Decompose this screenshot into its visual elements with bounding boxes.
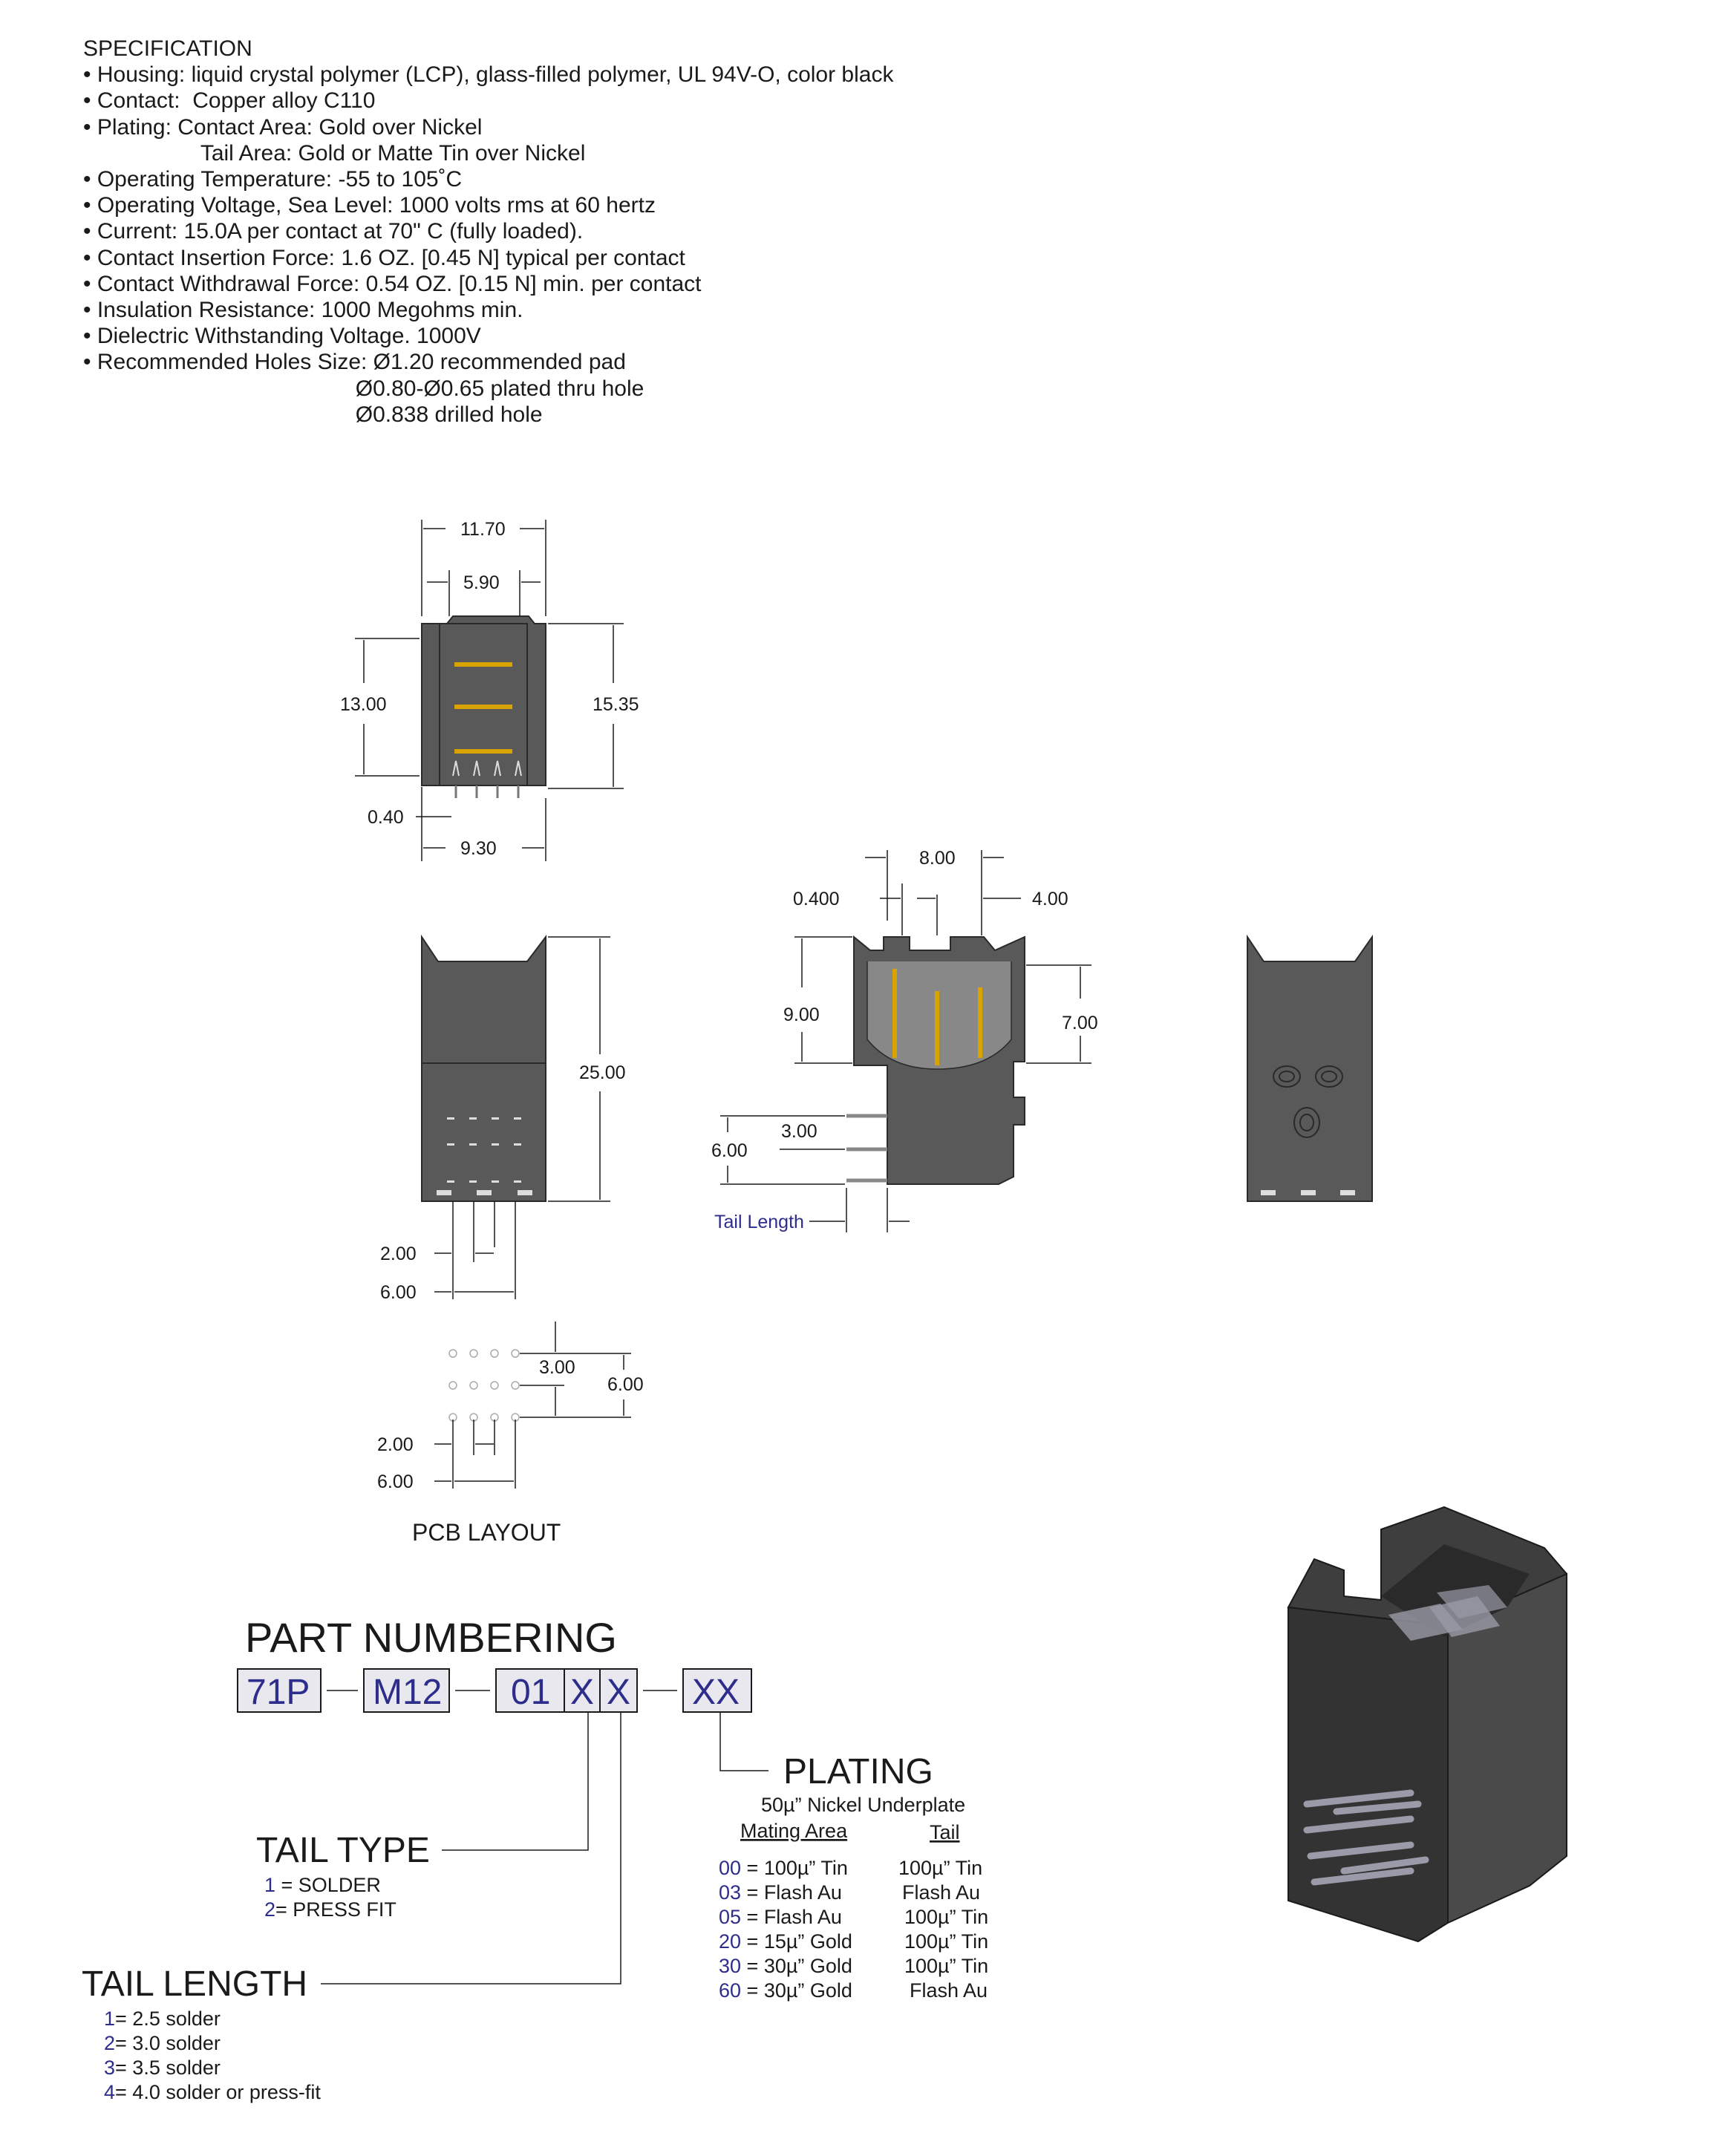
plating-row-tail: Flash Au (902, 1881, 980, 1904)
dim-inner-width: 5.90 (463, 572, 500, 593)
dim-overall-height: 25.00 (579, 1062, 626, 1083)
spec-line: Ø0.80-Ø0.65 plated thru hole (83, 376, 644, 401)
pcb-layout: 3.00 6.00 2.00 6.00 PCB LAYOUT (377, 1322, 644, 1546)
dim-upper-height: 9.00 (783, 1004, 820, 1025)
spec-line: • Contact: Copper alloy C110 (83, 88, 376, 114)
spec-line: • Insulation Resistance: 1000 Megohms mi… (83, 298, 523, 323)
tail-length-label: Tail Length (714, 1212, 804, 1232)
part-numbering: PART NUMBERING 71P M12 01 X X XX TAIL TY… (82, 1614, 988, 2103)
spec-title: SPECIFICATION (83, 36, 252, 61)
tail-length-option: 2= 3.0 solder (104, 2032, 221, 2054)
dim-overall-height: 15.35 (593, 694, 639, 715)
code-box-plating (682, 1668, 752, 1713)
plating-col-mating: Mating Area (740, 1820, 848, 1842)
plating-row: 60 = 30µ” Gold (719, 1979, 852, 2002)
tail-length-title: TAIL LENGTH (82, 1964, 307, 2004)
dim-pin-span: 6.00 (380, 1282, 417, 1303)
spec-line: Ø0.838 drilled hole (83, 402, 543, 427)
dim-pin-thickness: 0.400 (793, 889, 840, 909)
spec-line: • Operating Temperature: -55 to 105˚C (83, 167, 463, 192)
tail-type-option: 2= PRESS FIT (264, 1898, 396, 1921)
dim-pin-width: 0.40 (368, 807, 404, 828)
dim-body-width: 8.00 (919, 848, 956, 869)
code-plating: XX (692, 1673, 740, 1712)
plating-row: 20 = 15µ” Gold (719, 1930, 852, 1953)
plating-row-tail: Flash Au (910, 1979, 988, 2002)
tail-length-option: 4= 4.0 solder or press-fit (104, 2081, 321, 2103)
code-series: 71P (247, 1673, 310, 1712)
dim-row-span: 6.00 (607, 1374, 644, 1395)
plating-row-tail: 100µ” Tin (904, 1955, 988, 1977)
code-box-tail-length (599, 1668, 638, 1713)
front-view: 25.00 2.00 6.00 (380, 934, 626, 1303)
plating-row-tail: 100µ” Tin (904, 1906, 988, 1928)
tail-type-title: TAIL TYPE (256, 1831, 430, 1870)
spec-line: Tail Area: Gold or Matte Tin over Nickel (83, 140, 586, 166)
code-tail-type: X (570, 1673, 594, 1712)
tail-length-option: 3= 3.5 solder (104, 2057, 221, 2079)
dim-body-height: 13.00 (340, 694, 387, 715)
dim-row-total: 6.00 (711, 1140, 748, 1161)
spec-line: • Plating: Contact Area: Gold over Nicke… (83, 114, 483, 140)
connector-3d-image (1287, 1506, 1567, 1943)
part-numbering-title: PART NUMBERING (245, 1614, 617, 1661)
plating-row: 30 = 30µ” Gold (719, 1955, 852, 1977)
dim-overall-width: 11.70 (460, 519, 506, 540)
specification-block: SPECIFICATION • Housing: liquid crystal … (83, 36, 893, 428)
side-view: 8.00 0.400 4.00 9.00 7.00 3.00 6.00 Tail… (711, 848, 1098, 1232)
plating-row: 00 = 100µ” Tin (719, 1857, 848, 1879)
tail-type-option: 1 = SOLDER (264, 1874, 381, 1896)
dim-row-pitch: 3.00 (781, 1121, 817, 1142)
dim-row-pitch: 3.00 (539, 1357, 575, 1378)
spec-line: • Operating Voltage, Sea Level: 1000 vol… (83, 193, 656, 218)
tail-length-option: 1= 2.5 solder (104, 2008, 221, 2030)
dim-pin-span: 9.30 (460, 838, 497, 859)
code-box-series (237, 1668, 322, 1713)
dim-contact-offset: 4.00 (1032, 889, 1068, 909)
plating-subtitle: 50µ” Nickel Underplate (761, 1794, 965, 1816)
code-positions: 01 (511, 1673, 550, 1712)
spec-line: • Contact Insertion Force: 1.6 OZ. [0.45… (83, 245, 685, 270)
spec-line: • Housing: liquid crystal polymer (LCP),… (83, 62, 894, 88)
top-view: 11.70 5.90 13.00 15.35 0.40 9.30 (340, 519, 639, 861)
code-family: M12 (373, 1673, 442, 1712)
rear-view (1247, 934, 1373, 1202)
plating-row-tail: 100µ” Tin (904, 1930, 988, 1953)
code-tail-length: X (607, 1673, 630, 1712)
pcb-layout-label: PCB LAYOUT (412, 1519, 561, 1546)
spec-line: • Dielectric Withstanding Voltage. 1000V (83, 324, 481, 349)
dim-mating-depth: 7.00 (1062, 1013, 1098, 1033)
dim-pin-pitch: 2.00 (380, 1244, 417, 1264)
spec-line: • Recommended Holes Size: Ø1.20 recommen… (83, 350, 626, 375)
plating-row-tail: 100µ” Tin (898, 1857, 982, 1879)
dim-col-span: 6.00 (377, 1471, 414, 1492)
spec-line: • Current: 15.0A per contact at 70" C (f… (83, 219, 584, 244)
plating-row: 05 = Flash Au (719, 1906, 842, 1928)
code-box-family (363, 1668, 450, 1713)
plating-title: PLATING (783, 1752, 933, 1791)
spec-line: • Contact Withdrawal Force: 0.54 OZ. [0.… (83, 271, 702, 296)
plating-col-tail: Tail (930, 1821, 960, 1843)
dim-col-pitch: 2.00 (377, 1434, 414, 1455)
plating-row: 03 = Flash Au (719, 1881, 842, 1904)
